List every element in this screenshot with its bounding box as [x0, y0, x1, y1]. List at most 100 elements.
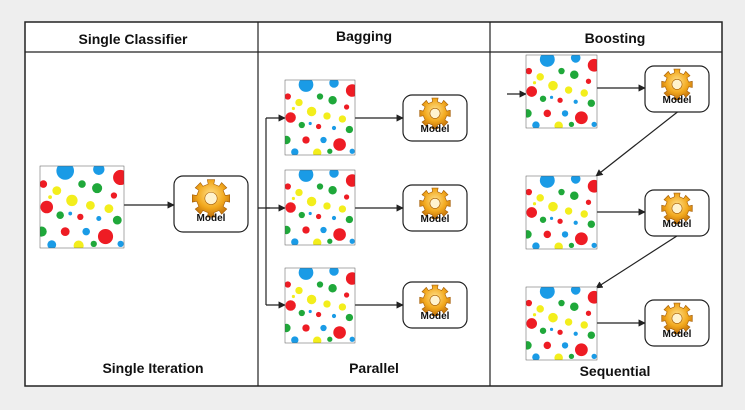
data-dot: [526, 230, 532, 239]
data-dot: [331, 125, 337, 131]
data-dot: [548, 201, 558, 212]
data-dot: [40, 200, 54, 214]
column-title-single: Single Classifier: [79, 31, 188, 47]
data-dot: [345, 125, 354, 134]
data-dot: [349, 238, 355, 244]
data-dot: [328, 96, 337, 105]
data-dot: [320, 324, 327, 332]
gear-icon: [661, 192, 693, 224]
data-dot: [554, 353, 563, 360]
data-dot: [285, 183, 291, 190]
data-dot: [82, 227, 90, 236]
data-dot: [66, 194, 78, 207]
data-dot: [68, 211, 73, 216]
data-dot: [573, 99, 578, 104]
data-samples: [39, 54, 598, 361]
data-dot: [558, 67, 565, 75]
data-sample-icon: [525, 54, 598, 129]
data-dot: [574, 343, 588, 357]
data-dot: [548, 312, 558, 323]
data-dot: [316, 183, 324, 190]
data-dot: [543, 230, 552, 239]
model-box: Model: [644, 65, 710, 113]
data-dot: [291, 294, 295, 299]
data-dot: [526, 86, 538, 97]
data-dot: [85, 200, 95, 210]
data-dot: [591, 242, 597, 249]
diagram-panel: [24, 21, 723, 387]
data-dot: [306, 294, 317, 305]
data-dot: [570, 191, 579, 200]
data-dot: [306, 106, 317, 117]
data-dot: [561, 110, 569, 117]
model-label: Model: [663, 329, 692, 340]
data-dot: [104, 204, 114, 214]
data-dot: [291, 196, 295, 201]
data-dot: [298, 170, 314, 182]
data-dot: [532, 121, 540, 128]
data-dot: [308, 121, 312, 126]
data-dot: [112, 215, 122, 225]
column-footer-boosting: Sequential: [580, 363, 651, 379]
data-dot: [532, 242, 540, 249]
data-dot: [558, 299, 565, 307]
data-dot: [308, 211, 312, 216]
model-box: Model: [402, 184, 468, 232]
data-dot: [308, 309, 312, 314]
data-dot: [345, 272, 355, 285]
model-label: Model: [663, 219, 692, 230]
data-dot: [585, 78, 592, 84]
data-dot: [548, 80, 558, 91]
data-dot: [343, 104, 350, 110]
data-dot: [291, 336, 299, 343]
data-dot: [285, 225, 291, 235]
data-dot: [47, 240, 57, 248]
data-dot: [110, 192, 118, 199]
data-dot: [329, 80, 339, 88]
data-dot: [549, 216, 554, 220]
data-dot: [345, 84, 355, 97]
data-dot: [570, 302, 579, 311]
data-dot: [320, 136, 327, 144]
data-dot: [526, 188, 533, 196]
data-dot: [298, 309, 305, 317]
data-dot: [285, 202, 296, 213]
data-dot: [320, 226, 327, 234]
model-label: Model: [421, 124, 450, 135]
data-dot: [558, 188, 565, 196]
data-dot: [532, 313, 537, 317]
data-dot: [536, 73, 544, 81]
data-sample-icon: [525, 175, 598, 250]
data-dot: [329, 170, 339, 178]
data-dot: [295, 286, 303, 295]
data-dot: [291, 148, 299, 155]
data-dot: [526, 67, 533, 75]
data-dot: [587, 99, 596, 107]
data-dot: [526, 318, 538, 329]
data-dot: [93, 166, 105, 175]
gear-icon: [661, 302, 693, 334]
gear-icon: [419, 187, 451, 219]
column-footer-single: Single Iteration: [102, 360, 203, 376]
data-dot: [331, 215, 337, 221]
data-dot: [338, 115, 347, 123]
model-label: Model: [421, 311, 450, 322]
data-dot: [526, 341, 532, 350]
data-dot: [323, 112, 331, 120]
data-dot: [302, 136, 310, 144]
data-dot: [315, 311, 322, 318]
data-dot: [285, 281, 291, 288]
data-dot: [561, 231, 569, 238]
data-dot: [573, 331, 578, 336]
data-dot: [315, 213, 322, 220]
data-dot: [580, 321, 588, 329]
data-dot: [323, 300, 331, 308]
data-dot: [549, 95, 554, 99]
data-dot: [97, 228, 114, 245]
data-dot: [557, 218, 563, 224]
data-dot: [302, 226, 310, 234]
data-dot: [295, 98, 303, 107]
model-box: Model: [173, 175, 249, 233]
data-dot: [585, 310, 592, 316]
